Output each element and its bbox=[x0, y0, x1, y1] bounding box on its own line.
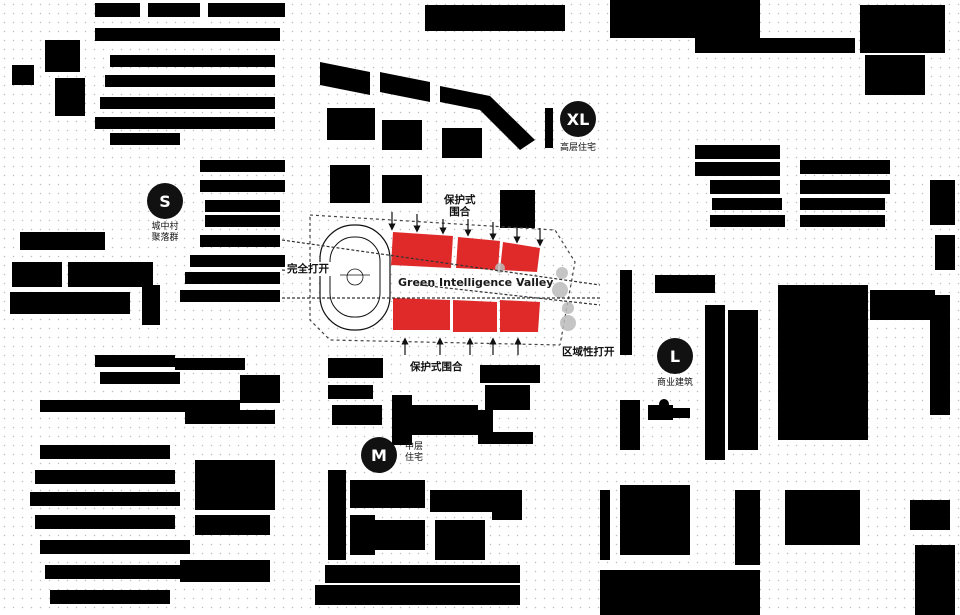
label-village-line1: 城中村 bbox=[151, 222, 179, 232]
label-regional-open: 区域性打开 bbox=[560, 345, 617, 359]
label-protective-top-line1: 保护式 bbox=[444, 194, 476, 206]
buildings-village-s bbox=[10, 160, 285, 325]
badge-m: M bbox=[361, 437, 397, 473]
building-near-l bbox=[655, 399, 690, 418]
buildings-southwest bbox=[30, 355, 280, 604]
label-protective-top-line2: 围合 bbox=[449, 206, 471, 218]
label-protective-bottom: 保护式围合 bbox=[408, 360, 465, 374]
buildings-midrise-m bbox=[315, 358, 540, 605]
track-field bbox=[319, 224, 391, 331]
buildings-north-top bbox=[425, 0, 945, 95]
buildings-northwest bbox=[12, 3, 285, 145]
badge-xl: XL bbox=[560, 101, 596, 137]
red-blocks bbox=[391, 232, 540, 332]
buildings-east bbox=[600, 145, 955, 615]
label-village: 城中村 聚落群 bbox=[145, 222, 185, 244]
label-green-intelligence-valley: Green Intelligence Valley bbox=[398, 276, 554, 289]
badge-s: S bbox=[147, 183, 183, 219]
buildings-highrise bbox=[320, 62, 553, 228]
label-commercial: 商业建筑 bbox=[656, 378, 693, 388]
label-fully-open: 完全打开 bbox=[285, 262, 331, 276]
label-highrise: 高层住宅 bbox=[559, 143, 596, 153]
label-midrise-line2: 住宅 bbox=[404, 453, 423, 463]
label-village-line2: 聚落群 bbox=[151, 233, 179, 243]
label-midrise: 中层 住宅 bbox=[402, 442, 426, 464]
tree-circles bbox=[495, 263, 576, 331]
label-protective-top: 保护式 围合 bbox=[442, 193, 478, 219]
label-midrise-line1: 中层 bbox=[404, 442, 423, 452]
badge-l: L bbox=[657, 338, 693, 374]
arrows-up bbox=[401, 337, 522, 355]
